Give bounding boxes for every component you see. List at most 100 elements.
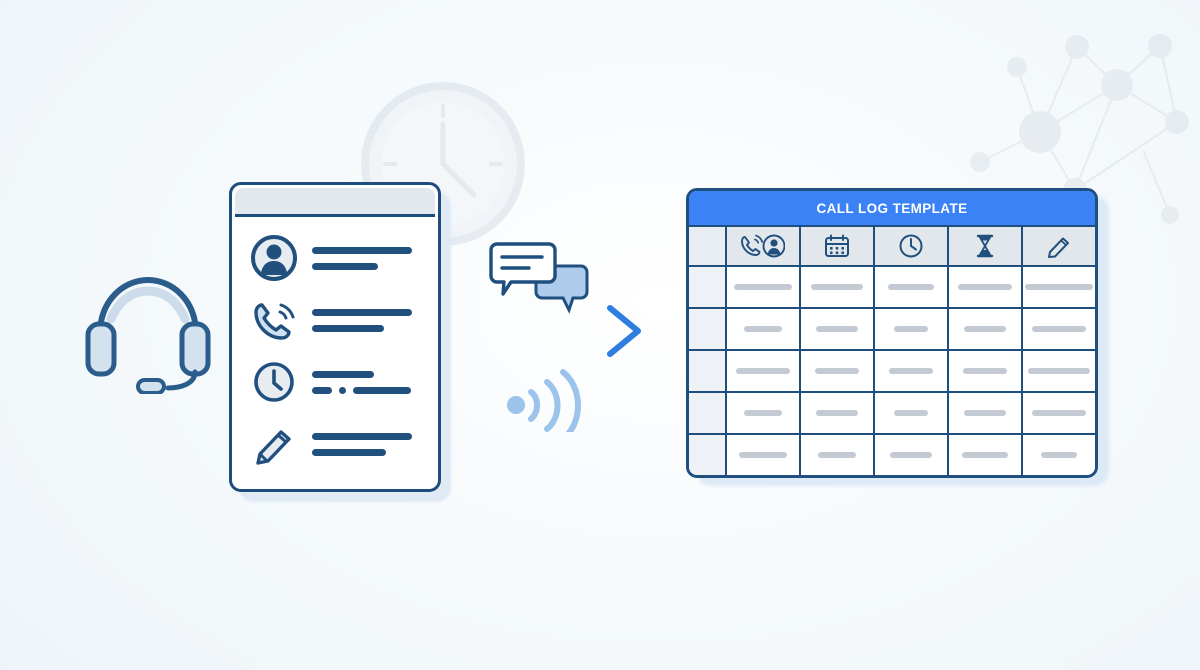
table-cell[interactable] [949,351,1023,391]
cell-placeholder-bar [815,368,859,374]
card-body [229,182,441,492]
table-cell[interactable] [801,393,875,433]
table-row[interactable] [689,351,1095,393]
cell-placeholder-bar [964,410,1006,416]
row-number-cell [689,393,727,433]
table-cell[interactable] [801,267,875,307]
table-cell[interactable] [727,267,801,307]
row-number-cell [689,351,727,391]
table-cell[interactable] [949,435,1023,475]
column-header-notes[interactable] [1023,227,1095,265]
cell-placeholder-bar [739,452,787,458]
card-row-caller [232,227,438,289]
clock-icon [254,362,294,402]
column-header-date[interactable] [801,227,875,265]
row-number-cell [689,309,727,349]
person-avatar-icon [251,235,297,281]
table-row[interactable] [689,267,1095,309]
table-row[interactable] [689,309,1095,351]
card-header-strip [235,188,435,217]
table-header-row [689,227,1095,267]
cell-placeholder-bar [811,284,863,290]
call-log-table[interactable]: CALL LOG TEMPLATE [686,188,1098,478]
cell-placeholder-bar [962,452,1008,458]
table-cell[interactable] [1023,435,1095,475]
text-line [312,308,412,316]
card-row-lines [312,246,412,270]
table-cell[interactable] [1023,267,1095,307]
row-number-cell [689,435,727,475]
table-cell[interactable] [1023,393,1095,433]
table-row[interactable] [689,393,1095,435]
table-cell[interactable] [875,267,949,307]
text-line [312,324,384,332]
card-row-time [232,351,438,413]
cell-placeholder-bar [816,326,858,332]
table-cell[interactable] [1023,351,1095,391]
card-row-phone [232,289,438,351]
text-line-segmented [312,386,411,394]
cell-placeholder-bar [816,410,858,416]
column-header-caller[interactable] [727,227,801,265]
cell-placeholder-bar [964,326,1006,332]
text-line [312,370,374,378]
cell-placeholder-bar [894,326,928,332]
text-line [312,432,412,440]
chat-bubbles-icon [489,242,589,314]
column-header-time[interactable] [875,227,949,265]
table-cell[interactable] [1023,309,1095,349]
text-line [312,448,386,456]
card-rows [232,219,438,489]
table-cell[interactable] [801,309,875,349]
pencil-icon [256,430,291,465]
signal-waves-icon [507,369,581,432]
network-graph-decoration [970,34,1189,224]
table-cell[interactable] [727,351,801,391]
table-cell[interactable] [875,435,949,475]
clock-icon [899,234,923,258]
cell-placeholder-bar [1028,368,1090,374]
card-row-lines [312,432,412,456]
cell-placeholder-bar [889,368,933,374]
pencil-icon [1048,237,1069,258]
table-cell[interactable] [949,309,1023,349]
table-cell[interactable] [727,435,801,475]
table-cell[interactable] [801,351,875,391]
cell-placeholder-bar [1025,284,1093,290]
table-cell[interactable] [949,267,1023,307]
hourglass-icon [976,234,994,258]
table-cell[interactable] [875,351,949,391]
card-row-notes [232,413,438,475]
cell-placeholder-bar [1032,410,1086,416]
column-header-duration[interactable] [949,227,1023,265]
phone-person-icon [741,234,785,258]
text-dot [339,386,346,394]
cell-placeholder-bar [744,410,782,416]
cell-placeholder-bar [894,410,928,416]
table-cell[interactable] [727,309,801,349]
cell-placeholder-bar [963,368,1007,374]
call-record-card[interactable] [229,182,441,492]
calendar-icon [825,234,849,257]
cell-placeholder-bar [890,452,932,458]
cell-placeholder-bar [734,284,792,290]
cell-placeholder-bar [888,284,934,290]
flow-arrow-icon [470,305,641,357]
text-line [312,246,412,254]
cell-placeholder-bar [736,368,790,374]
table-header-gutter [689,227,727,265]
cell-placeholder-bar [1032,326,1086,332]
table-cell[interactable] [801,435,875,475]
table-cell[interactable] [875,309,949,349]
headset-icon [85,276,211,394]
text-line [312,262,378,270]
table-cell[interactable] [949,393,1023,433]
card-row-lines [312,370,411,394]
phone-call-icon [254,303,295,340]
table-cell[interactable] [875,393,949,433]
table-cell[interactable] [727,393,801,433]
table-row[interactable] [689,435,1095,475]
text-segment [312,386,332,394]
table-grid [689,227,1095,475]
